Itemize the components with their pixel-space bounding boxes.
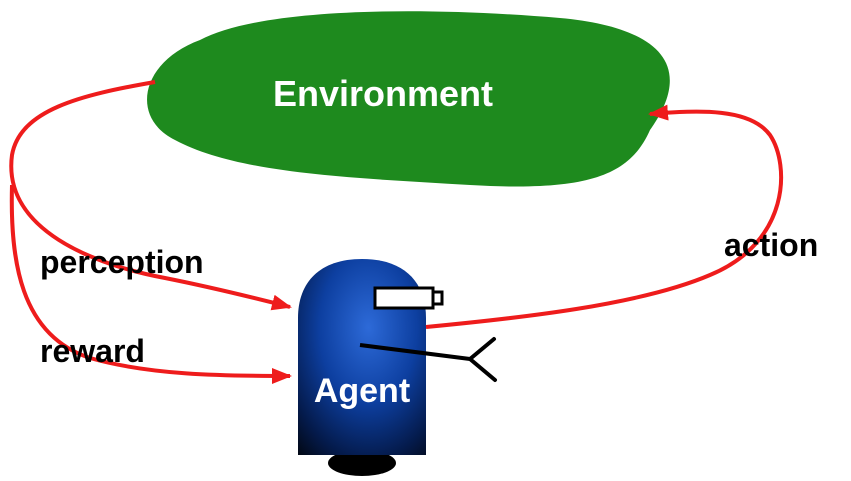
reward-label: reward bbox=[40, 333, 145, 369]
perception-arrow bbox=[9, 80, 292, 311]
agent-arm bbox=[359, 343, 471, 361]
action-arrow bbox=[425, 104, 784, 329]
action-label: action bbox=[724, 227, 818, 263]
reward-arrow bbox=[9, 184, 292, 384]
agent-gripper bbox=[468, 337, 497, 382]
agent-base bbox=[328, 450, 396, 476]
arrows bbox=[9, 80, 784, 384]
perception-label: perception bbox=[40, 244, 204, 280]
agent-camera bbox=[373, 286, 435, 310]
environment-shape bbox=[147, 11, 670, 187]
environment-node: Environment bbox=[147, 11, 670, 187]
agent-camera-lens bbox=[431, 290, 444, 306]
environment-label: Environment bbox=[273, 73, 493, 114]
agent-node: Agent bbox=[298, 259, 497, 476]
agent-label: Agent bbox=[314, 372, 410, 410]
